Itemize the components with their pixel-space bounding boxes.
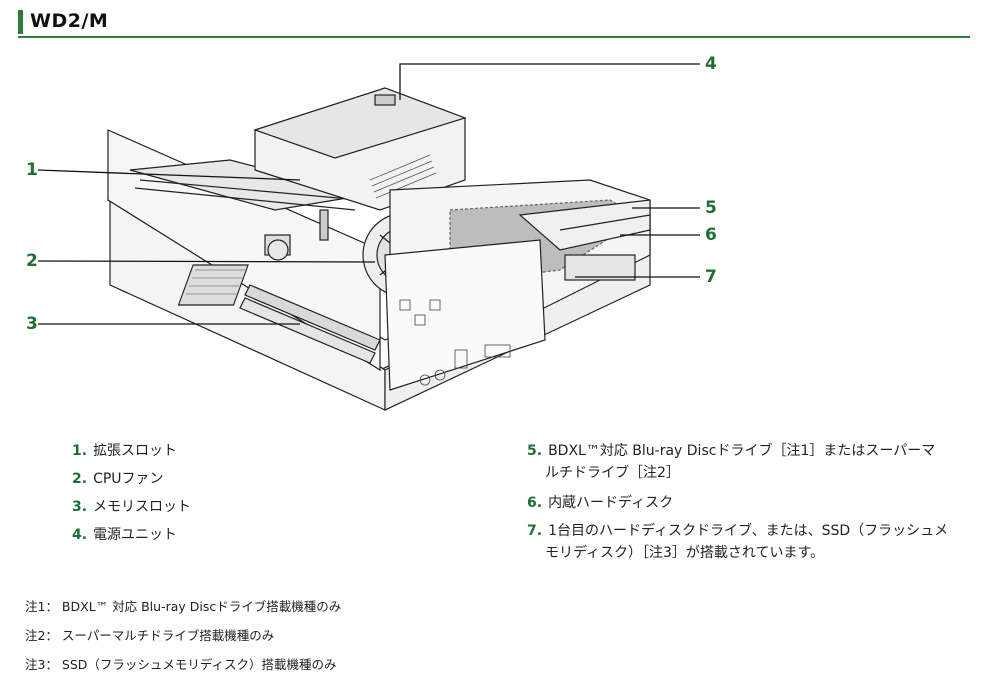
memory-slot-1 bbox=[244, 284, 381, 351]
legend-item-3: 3.メモリスロット bbox=[72, 499, 192, 515]
callout-6: 6 bbox=[705, 225, 717, 245]
legend-item-2: 2.CPUファン bbox=[72, 471, 164, 487]
legend-item-7: 7.1台目のハードディスクドライブ、または、SSD（フラッシュメ bbox=[527, 523, 949, 539]
diagram-illustration bbox=[37, 63, 700, 411]
legend-item-6: 6.内蔵ハードディスク bbox=[527, 495, 674, 511]
header-accent-bar bbox=[18, 10, 23, 34]
page-title: WD2/M bbox=[30, 10, 109, 32]
pc-internal-diagram: 1 2 3 4 5 6 7 bbox=[0, 40, 985, 420]
section-header: WD2/M bbox=[18, 10, 970, 38]
legend-right: 5.BDXL™対応 Blu-ray Discドライブ［注1］またはスーパーマ ル… bbox=[527, 440, 967, 570]
footnote-1: 注1： BDXL™ 対応 Blu-ray Discドライブ搭載機種のみ bbox=[25, 599, 342, 614]
legend-item-7-line2: モリディスク）［注3］が搭載されています。 bbox=[545, 545, 825, 561]
callout-5: 5 bbox=[705, 198, 717, 218]
callout-3: 3 bbox=[26, 314, 38, 334]
legend-item-4: 4.電源ユニット bbox=[72, 527, 178, 543]
legend-item-5-line2: ルチドライブ［注2］ bbox=[545, 465, 680, 481]
legend-item-1: 1.拡張スロット bbox=[72, 443, 178, 459]
internal-hdd bbox=[564, 254, 636, 281]
leader-4 bbox=[399, 63, 700, 100]
rear-io-panel bbox=[384, 239, 546, 391]
optical-drive bbox=[518, 199, 651, 251]
legend-item-5: 5.BDXL™対応 Blu-ray Discドライブ［注1］またはスーパーマ bbox=[527, 443, 936, 459]
callout-7: 7 bbox=[705, 267, 717, 287]
heatsink bbox=[177, 264, 249, 306]
callout-1: 1 bbox=[26, 160, 38, 180]
leader-1 bbox=[37, 169, 301, 181]
footnote-3: 注3： SSD（フラッシュメモリディスク）搭載機種のみ bbox=[25, 657, 337, 672]
leader-2 bbox=[37, 260, 376, 263]
callout-2: 2 bbox=[26, 251, 38, 271]
callout-4: 4 bbox=[705, 54, 717, 74]
footnote-2: 注2： スーパーマルチドライブ搭載機種のみ bbox=[25, 628, 275, 643]
legend-left: 1.拡張スロット 2.CPUファン 3.メモリスロット 4.電源ユニット bbox=[72, 440, 452, 560]
memory-slot-2 bbox=[239, 297, 376, 364]
